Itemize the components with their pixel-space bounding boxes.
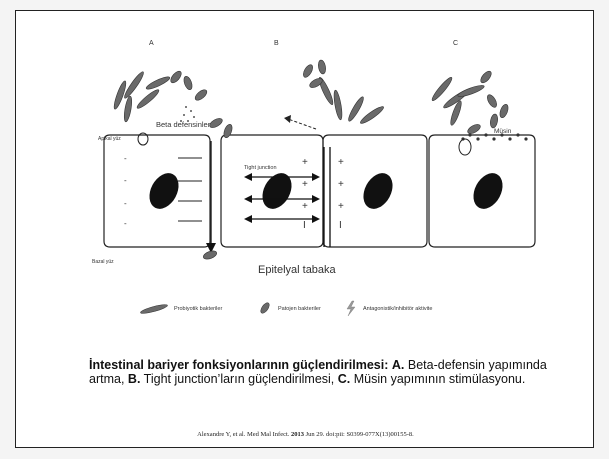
svg-text:-: - — [124, 199, 127, 208]
panel-a-signals — [178, 141, 211, 246]
caption-c-text: Müsin yapımının stimülasyonu. — [354, 372, 526, 386]
nucleus — [468, 168, 509, 214]
tight-junction-label: Tight junction — [244, 165, 277, 171]
antagonism-arrowhead — [284, 115, 291, 123]
epithelium-label: Epitelyal tabaka — [258, 264, 337, 276]
caption-b-text: Tight junction’ların güçlendirilmesi, — [144, 372, 335, 386]
svg-text:-: - — [124, 154, 127, 163]
caption-a-key: A. — [392, 358, 405, 372]
svg-text:+: + — [338, 157, 344, 168]
figure-caption: İntestinal bariyer fonksiyonlarının güçl… — [89, 359, 559, 386]
svg-text:I: I — [339, 220, 342, 231]
antagonism-arrow — [288, 119, 316, 129]
citation: Alexandre Y, et al. Med Mal Infect. 2013… — [16, 431, 595, 438]
citation-source: Alexandre Y, et al. Med Mal Infect. — [197, 431, 289, 438]
tight-junction-arrows — [248, 147, 330, 247]
nucleus — [257, 168, 298, 214]
caption-b-key: B. — [128, 372, 141, 386]
basal-label: Bazal yüz — [92, 259, 114, 265]
svg-text:+: + — [338, 201, 344, 212]
beta-defensin-label: Beta defensinler — [156, 120, 211, 129]
svg-text:-: - — [124, 219, 127, 228]
slide: A B C - - - - — [15, 10, 594, 448]
lightning-icon — [347, 301, 355, 316]
svg-text:+: + — [302, 201, 308, 212]
caption-c-key: C. — [338, 372, 351, 386]
legend: Probiyotik bakteriler Patojen bakteriler… — [140, 301, 433, 316]
svg-text:I: I — [303, 220, 306, 231]
svg-text:+: + — [302, 179, 308, 190]
pathogen-bacteria-icon — [259, 301, 271, 314]
nucleus — [358, 168, 399, 214]
intestinal-barrier-diagram: A B C - - - - — [16, 11, 595, 341]
mucin-vesicle — [459, 139, 471, 155]
panel-label-b: B — [274, 40, 279, 47]
svg-text:+: + — [338, 179, 344, 190]
svg-text:+: + — [302, 157, 308, 168]
legend-antagonistic-label: Antagonistik/inhibitör aktivite — [363, 306, 432, 312]
legend-probiotic-label: Probiyotik bakteriler — [174, 306, 222, 312]
panel-label-c: C — [453, 40, 458, 47]
caption-title: İntestinal bariyer fonksiyonlarının güçl… — [89, 358, 388, 372]
cell-nuclei — [144, 168, 509, 214]
panel-a-minus-signs: - - - - — [124, 154, 127, 228]
mucin-label: Müsin — [494, 128, 512, 135]
nucleus — [144, 168, 185, 214]
citation-year: 2013 — [291, 431, 304, 438]
svg-text:-: - — [124, 176, 127, 185]
probiotic-bacteria-icon — [140, 303, 168, 315]
legend-pathogen-label: Patojen bakteriler — [278, 306, 321, 312]
panel-label-a: A — [149, 40, 154, 47]
apical-label: Apikal yüz — [98, 136, 121, 142]
citation-doi: Jun 29. doi:pii: S0399-077X(13)00155-8. — [306, 431, 414, 438]
